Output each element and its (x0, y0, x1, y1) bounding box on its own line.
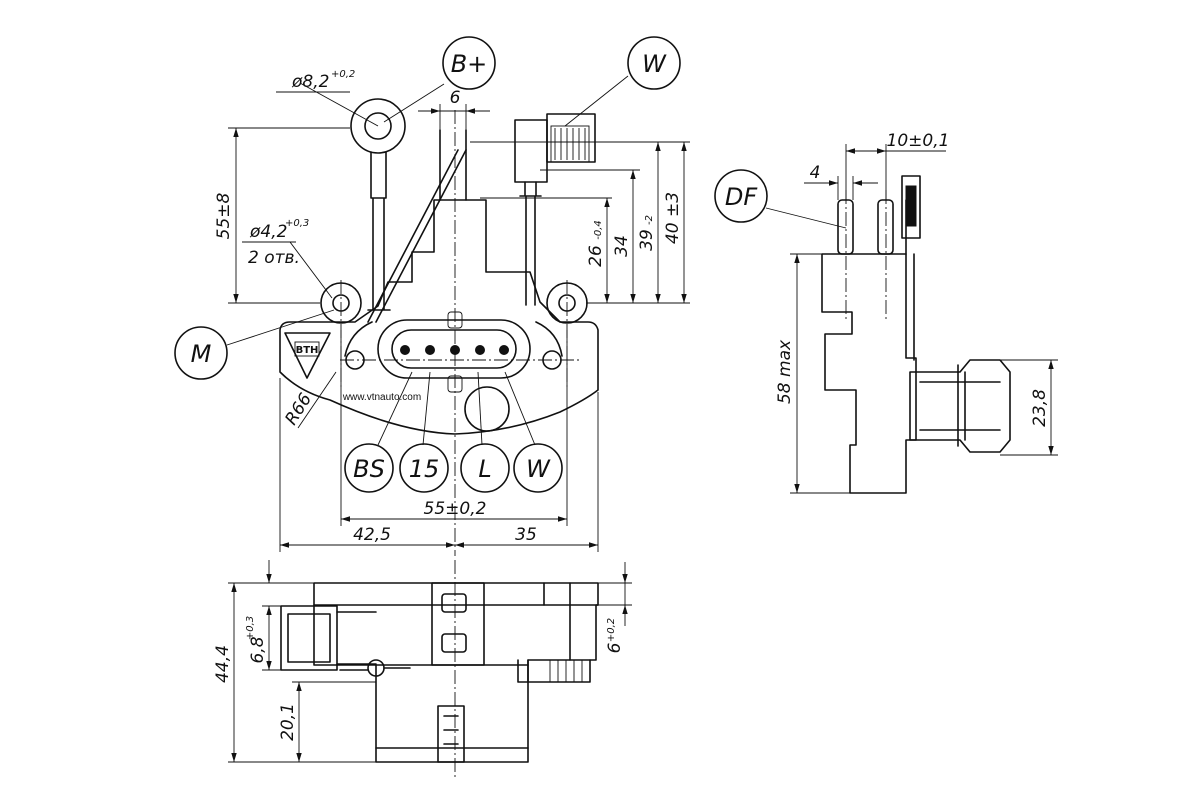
leaders (226, 75, 847, 446)
bottom-dimension-lines (228, 560, 632, 763)
dim-mount-dia: ø4,2 (249, 222, 287, 242)
label-w-bottom: W (526, 455, 551, 483)
bplus-wire (367, 151, 391, 311)
front-view: ВТН www.vtnauto.com (279, 98, 599, 556)
dim-h34: 34 (612, 235, 632, 257)
w-plug (514, 119, 548, 183)
dim-h201: 20,1 (278, 703, 298, 741)
bplus-eyelet-hole (364, 112, 392, 140)
dim-h26: 26 (586, 245, 606, 267)
dim-h39: 39 (637, 229, 657, 251)
side-dimension-text: 4 10±0,1 58 max 23,8 (775, 131, 1050, 427)
label-l: L (478, 455, 491, 483)
label-m: M (191, 340, 212, 368)
m-wire (367, 149, 467, 323)
website-text: www.vtnauto.com (342, 392, 421, 403)
dim-h26-tol: -0,4 (593, 220, 604, 240)
dim-height-55: 55±8 (214, 192, 234, 239)
dim-max-58: 58 max (775, 339, 795, 404)
dim-h68-tol: +0,3 (245, 616, 256, 640)
bottom-view (280, 560, 599, 778)
label-w-top: W (642, 50, 667, 78)
label-15: 15 (409, 455, 440, 483)
connector-pins (400, 311, 509, 393)
side-body (821, 253, 917, 494)
side-dimension-lines (790, 144, 1058, 494)
front-dimension-lines (228, 91, 690, 552)
brush-hole (464, 386, 510, 432)
logo-text: ВТН (296, 345, 319, 356)
bottom-base (313, 582, 599, 763)
dim-total-44: 44,4 (213, 645, 233, 683)
dim-right-35: 35 (515, 525, 537, 545)
w-wire (519, 181, 542, 306)
body-plate (279, 199, 599, 435)
bottom-connector (280, 605, 338, 671)
dim-hole-dia-tol: +0,2 (331, 69, 355, 80)
dim-h6-tol: +0,2 (606, 618, 617, 642)
dim-h40: 40 ±3 (663, 192, 683, 244)
dim-mount-dia-tol: +0,3 (285, 218, 309, 229)
dim-mount-qty: 2 отв. (248, 248, 300, 268)
center-block (431, 582, 485, 666)
side-connector (909, 359, 1011, 453)
df-terminal-left (837, 199, 854, 255)
label-df: DF (725, 183, 758, 211)
side-view (821, 175, 1011, 494)
front-dimension-text: ø8,2 +0,2 6 55±8 ø4,2 +0,3 2 отв. 26 -0,… (214, 69, 683, 545)
connector-inner (391, 329, 517, 369)
bottom-w-plug (517, 659, 591, 683)
logo-triangle (284, 332, 331, 379)
dim-h68: 6,8 (248, 636, 268, 663)
label-bs: BS (353, 455, 385, 483)
dim-h6: 6 (605, 642, 625, 653)
dim-span-55: 55±0,2 (424, 499, 487, 519)
dim-side-23: 23,8 (1030, 389, 1050, 427)
bottom-brush (437, 705, 465, 763)
center-post (439, 129, 467, 201)
dim-left-42: 42,5 (353, 525, 391, 545)
w-plug-ribs (550, 125, 590, 163)
callouts: B+ W DF M BS 15 L W (174, 36, 768, 493)
bottom-dimension-text: 44,4 6,8 +0,3 20,1 6 +0,2 (213, 616, 625, 741)
df-terminal-right (877, 199, 894, 255)
bottom-plug-ribs (549, 660, 583, 682)
connector-outer (377, 319, 531, 379)
dim-width-top: 6 (450, 88, 461, 108)
dim-hole-dia: ø8,2 (291, 72, 329, 92)
dim-df-10: 10±0,1 (887, 131, 950, 151)
bplus-eyelet (350, 98, 406, 154)
dim-df-4: 4 (810, 163, 821, 183)
label-b-plus: B+ (451, 50, 488, 78)
dim-h39-tol: -2 (644, 215, 655, 225)
